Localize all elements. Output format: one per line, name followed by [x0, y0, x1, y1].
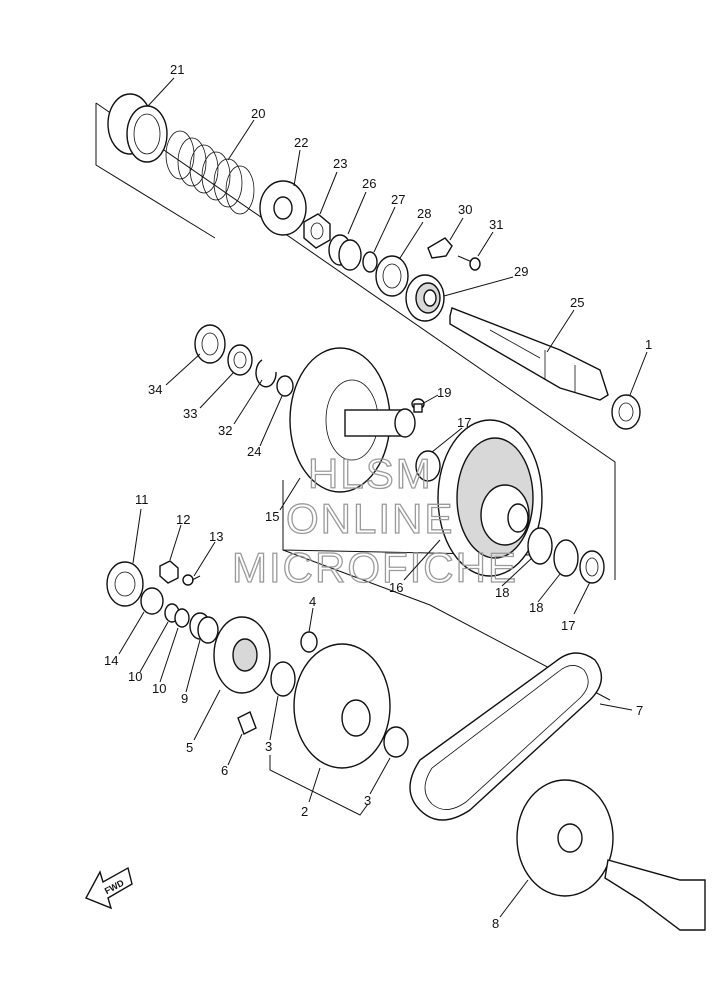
part-31-screw[interactable]: [457, 255, 481, 271]
callout-2: 2: [301, 804, 308, 819]
callout-19: 19: [437, 385, 451, 400]
callout-23: 23: [333, 156, 347, 171]
callout-24: 24: [247, 444, 261, 459]
part-33-bearing[interactable]: [227, 344, 253, 376]
part-18-o-rings[interactable]: [527, 527, 579, 577]
callout-26: 26: [362, 176, 376, 191]
watermark-line-1: HLSM: [308, 450, 433, 497]
callout-1: 1: [645, 337, 652, 352]
part-9-bushing[interactable]: [189, 612, 219, 644]
callout-18-right: 18: [529, 600, 543, 615]
callout-21: 21: [170, 62, 184, 77]
part-17-seal[interactable]: [415, 450, 441, 482]
part-4-weight[interactable]: [300, 631, 318, 653]
part-21-spring-seat[interactable]: [107, 93, 168, 163]
part-27-o-ring[interactable]: [362, 251, 378, 273]
callout-6: 6: [221, 763, 228, 778]
callout-34: 34: [148, 382, 162, 397]
part-24-washer[interactable]: [276, 375, 294, 397]
callout-10-right: 10: [152, 681, 166, 696]
watermark-line-3: MICROFICHE: [232, 544, 518, 591]
callout-10-left: 10: [128, 669, 142, 684]
callout-labels: 21 20 22 23 26 27 28 30 31 29 25 1 34 33…: [104, 62, 652, 931]
watermark-line-2: ONLINE: [286, 495, 454, 542]
callout-5: 5: [186, 740, 193, 755]
callout-27: 27: [391, 192, 405, 207]
callout-33: 33: [183, 406, 197, 421]
callout-4: 4: [309, 594, 316, 609]
part-11-bearing[interactable]: [106, 561, 144, 607]
leader-lines: [118, 77, 648, 918]
callout-28: 28: [417, 206, 431, 221]
callout-20: 20: [251, 106, 265, 121]
part-23-nut[interactable]: [303, 213, 331, 249]
callout-3-left: 3: [265, 739, 272, 754]
watermark: HLSM ONLINE MICROFICHE: [231, 449, 518, 591]
part-19-plug[interactable]: [411, 398, 425, 413]
callout-3-right: 3: [364, 793, 371, 808]
callout-15: 15: [265, 509, 279, 524]
part-17-seal-outer[interactable]: [579, 550, 605, 584]
part-15-fixed-sheave[interactable]: [289, 347, 416, 493]
part-22-washer[interactable]: [259, 180, 307, 236]
callout-25: 25: [570, 295, 584, 310]
part-3-seal-left[interactable]: [270, 661, 296, 697]
part-13-screw[interactable]: [182, 574, 201, 586]
callout-14: 14: [104, 653, 118, 668]
callout-30: 30: [458, 202, 472, 217]
part-32-circlip[interactable]: [255, 359, 277, 388]
part-25-primary-shaft[interactable]: [449, 307, 609, 401]
callout-17-lower: 17: [561, 618, 575, 633]
callout-18-left: 18: [495, 585, 509, 600]
part-12-nut[interactable]: [159, 560, 179, 584]
callout-12: 12: [176, 512, 190, 527]
part-29-bearing[interactable]: [405, 274, 445, 322]
part-6-slider[interactable]: [237, 711, 257, 735]
callout-13: 13: [209, 529, 223, 544]
callout-11: 11: [135, 492, 149, 507]
part-7-drive-belt[interactable]: [409, 652, 603, 821]
part-5-spider[interactable]: [213, 616, 271, 694]
part-28-bearing[interactable]: [375, 255, 409, 297]
part-30-bracket[interactable]: [427, 237, 453, 259]
callout-8: 8: [492, 916, 499, 931]
callout-31: 31: [489, 217, 503, 232]
part-20-spring[interactable]: [165, 130, 255, 215]
callout-7: 7: [636, 703, 643, 718]
callout-32: 32: [218, 423, 232, 438]
secondary-shaft: [604, 859, 706, 931]
callout-17-upper: 17: [457, 415, 471, 430]
part-8-secondary-sheave[interactable]: [516, 779, 614, 897]
callout-29: 29: [514, 264, 528, 279]
part-26-collar[interactable]: [328, 234, 362, 271]
part-1-bearing[interactable]: [611, 394, 641, 430]
fwd-arrow-icon: FWD: [85, 866, 133, 910]
part-10-washers[interactable]: [164, 603, 190, 628]
part-16-sliding-sheave[interactable]: [437, 419, 543, 577]
part-14-collar[interactable]: [140, 587, 164, 615]
callout-16: 16: [389, 580, 403, 595]
part-2-primary-sheave[interactable]: [293, 643, 391, 769]
callout-22: 22: [294, 135, 308, 150]
part-3-seal-right[interactable]: [383, 726, 409, 758]
part-34-bearing[interactable]: [194, 324, 226, 364]
callout-9: 9: [181, 691, 188, 706]
